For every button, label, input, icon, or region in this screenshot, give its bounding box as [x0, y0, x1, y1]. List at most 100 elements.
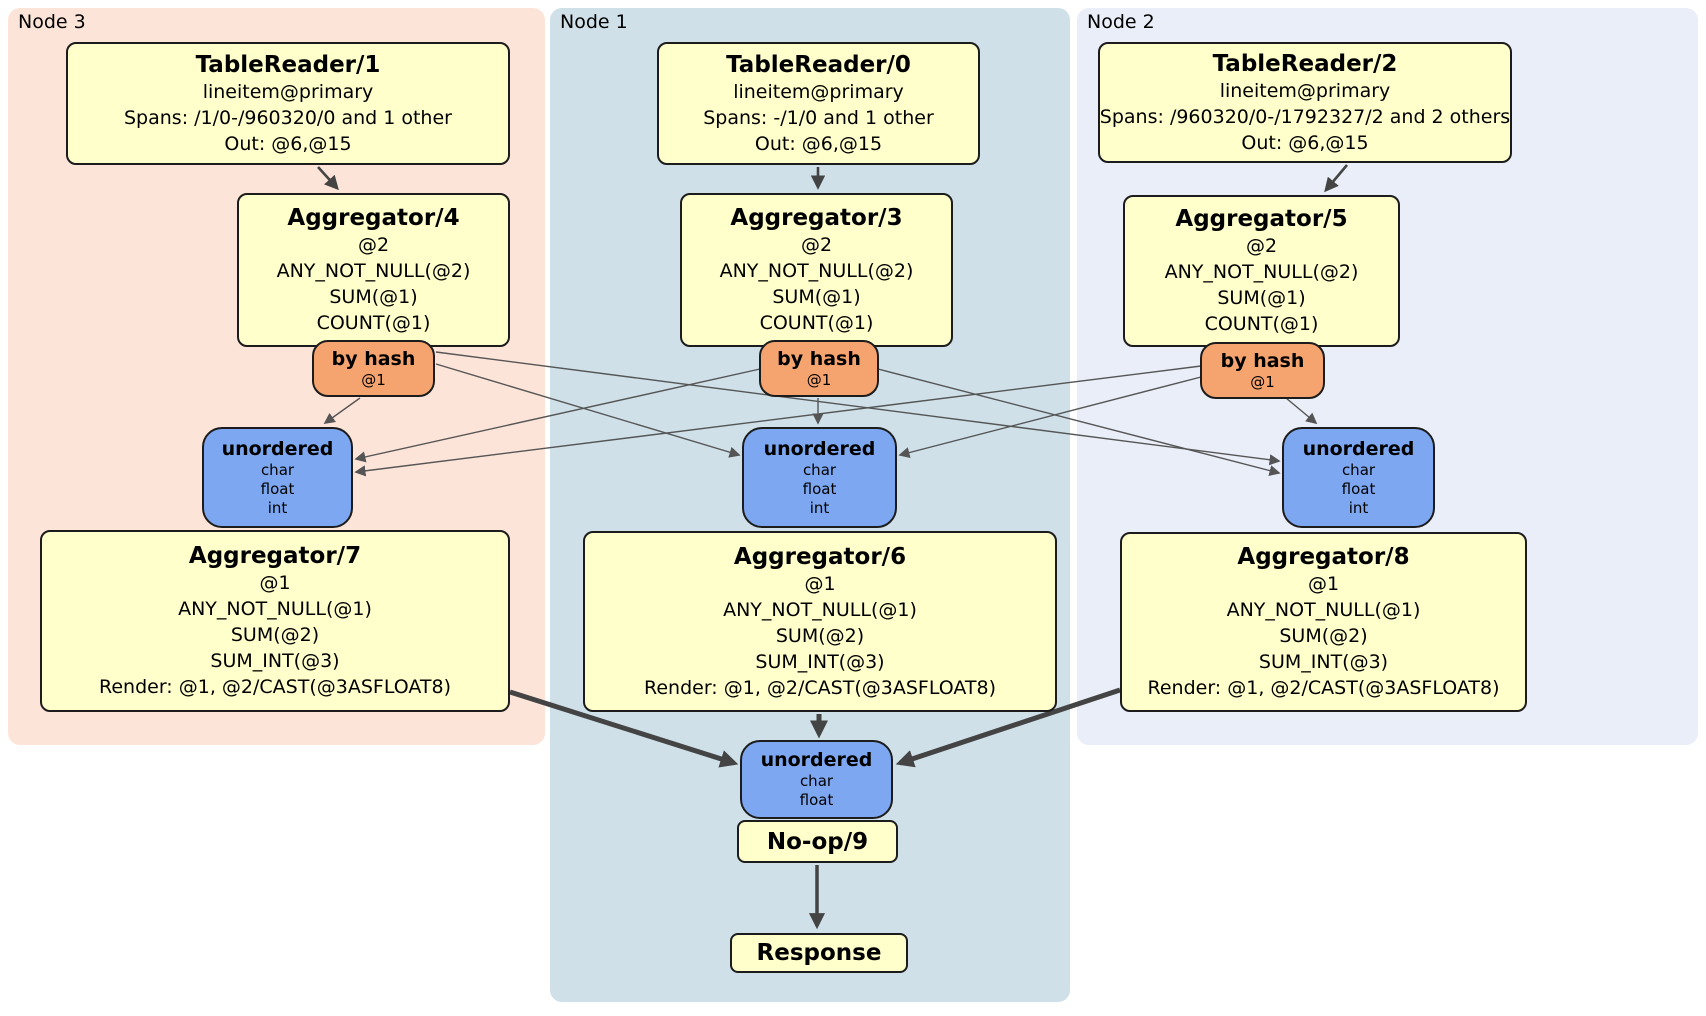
processor-detail: @2	[1245, 235, 1278, 257]
processor-title: Aggregator/6	[733, 543, 907, 570]
processor-detail: COUNT(@1)	[1204, 313, 1319, 335]
processor-title: TableReader/2	[1212, 50, 1398, 77]
processor-detail: Out: @6,@15	[224, 132, 352, 155]
router-title: by hash	[1220, 349, 1305, 372]
processor-detail: Spans: /1/0-/960320/0 and 1 other	[124, 106, 452, 129]
processor-title: Aggregator/5	[1175, 206, 1348, 232]
sync-detail: float	[799, 791, 834, 809]
sync-title: unordered	[763, 437, 876, 460]
edge-hash3-uno1	[435, 363, 741, 458]
sync-unordered-final: unordered char float	[740, 740, 893, 819]
router-detail: @1	[361, 370, 386, 389]
edge-hash3-uno3	[323, 397, 361, 424]
router-title: by hash	[331, 347, 416, 370]
edge-agg7-unobottom	[509, 689, 739, 768]
router-by-hash-node1: by hash @1	[759, 340, 879, 397]
edge-hash1-uno3	[354, 368, 761, 463]
processor-detail: ANY_NOT_NULL(@2)	[719, 260, 914, 282]
processor-tablereader-1: TableReader/1 lineitem@primary Spans: /1…	[66, 42, 510, 165]
sync-title: unordered	[221, 437, 334, 460]
processor-detail: @2	[800, 234, 833, 256]
router-detail: @1	[806, 370, 832, 389]
processor-title: Aggregator/3	[730, 205, 903, 231]
processor-detail: SUM_INT(@3)	[210, 650, 340, 672]
processor-aggregator-8: Aggregator/8 @1 ANY_NOT_NULL(@1) SUM(@2)…	[1120, 532, 1527, 712]
sync-detail: char	[1341, 460, 1376, 479]
processor-detail: Spans: -/1/0 and 1 other	[703, 106, 934, 129]
processor-aggregator-4: Aggregator/4 @2 ANY_NOT_NULL(@2) SUM(@1)…	[237, 193, 510, 347]
sync-unordered-node3: unordered char float int	[202, 427, 353, 528]
sync-detail: int	[267, 498, 288, 517]
processor-detail: SUM_INT(@3)	[755, 650, 885, 673]
sync-detail: int	[1348, 498, 1369, 517]
processor-title: Response	[756, 940, 882, 966]
sync-detail: char	[802, 460, 837, 479]
sync-title: unordered	[1302, 437, 1415, 460]
edge-hash2-uno3	[354, 365, 1202, 477]
sync-unordered-node2: unordered char float int	[1282, 427, 1435, 528]
node2-label: Node 2	[1087, 11, 1155, 33]
edge-hash2-uno1	[898, 376, 1202, 459]
processor-detail: COUNT(@1)	[759, 312, 874, 334]
node1-label: Node 1	[560, 11, 628, 33]
processor-detail: SUM(@1)	[772, 286, 861, 308]
processor-detail: lineitem@primary	[1219, 79, 1391, 102]
edge-hash2-uno2	[1285, 397, 1318, 425]
processor-aggregator-3: Aggregator/3 @2 ANY_NOT_NULL(@2) SUM(@1)…	[680, 193, 953, 347]
processor-noop-9: No-op/9	[737, 820, 898, 863]
sync-detail: char	[260, 460, 295, 479]
processor-detail: SUM_INT(@3)	[1258, 651, 1389, 673]
router-by-hash-node3: by hash @1	[312, 340, 435, 397]
sync-detail: float	[1341, 479, 1376, 498]
processor-detail: COUNT(@1)	[316, 312, 431, 334]
sync-detail: float	[802, 479, 837, 498]
processor-detail: SUM(@1)	[329, 286, 418, 308]
processor-title: Aggregator/8	[1237, 544, 1410, 570]
processor-detail: ANY_NOT_NULL(@1)	[723, 598, 917, 621]
edge-hash1-uno2	[877, 368, 1281, 477]
processor-detail: Render: @1, @2/CAST(@3ASFLOAT8)	[99, 676, 451, 698]
processor-detail: Spans: /960320/0-/1792327/2 and 2 others	[1099, 105, 1511, 128]
processor-detail: Render: @1, @2/CAST(@3ASFLOAT8)	[644, 676, 996, 699]
processor-aggregator-7: Aggregator/7 @1 ANY_NOT_NULL(@1) SUM(@2)…	[40, 530, 510, 712]
processor-title: Aggregator/4	[287, 205, 460, 231]
processor-title: TableReader/0	[726, 51, 911, 78]
sync-detail: char	[799, 772, 834, 790]
router-title: by hash	[777, 347, 861, 370]
processor-detail: @1	[1307, 573, 1340, 595]
edge-tr1-agg4	[317, 166, 339, 191]
processor-detail: @2	[357, 234, 390, 256]
processor-response: Response	[730, 933, 908, 973]
processor-detail: SUM(@2)	[230, 624, 320, 646]
processor-detail: Out: @6,@15	[1241, 131, 1369, 154]
node3-label: Node 3	[18, 11, 86, 33]
edge-hash3-uno2	[435, 351, 1281, 466]
processor-title: No-op/9	[766, 828, 869, 855]
processor-detail: ANY_NOT_NULL(@2)	[276, 260, 471, 282]
processor-aggregator-6: Aggregator/6 @1 ANY_NOT_NULL(@1) SUM(@2)…	[583, 531, 1057, 712]
sync-title: unordered	[760, 749, 873, 771]
processor-detail: ANY_NOT_NULL(@2)	[1164, 261, 1359, 283]
processor-detail: lineitem@primary	[202, 80, 374, 103]
sync-detail: int	[809, 498, 830, 517]
processor-detail: SUM(@2)	[775, 624, 865, 647]
processor-detail: @1	[259, 572, 291, 594]
processor-aggregator-5: Aggregator/5 @2 ANY_NOT_NULL(@2) SUM(@1)…	[1123, 195, 1400, 347]
processor-title: TableReader/1	[195, 51, 381, 78]
processor-detail: lineitem@primary	[733, 80, 904, 103]
processor-detail: Render: @1, @2/CAST(@3ASFLOAT8)	[1147, 677, 1500, 699]
processor-detail: ANY_NOT_NULL(@1)	[178, 598, 372, 620]
processor-detail: Out: @6,@15	[754, 132, 883, 155]
router-detail: @1	[1250, 372, 1275, 391]
processor-tablereader-2: TableReader/2 lineitem@primary Spans: /9…	[1098, 42, 1512, 163]
edge-agg8-unobottom	[895, 687, 1121, 768]
router-by-hash-node2: by hash @1	[1200, 342, 1325, 399]
processor-detail: @1	[804, 572, 836, 595]
processor-title: Aggregator/7	[188, 543, 362, 569]
sync-detail: float	[260, 479, 295, 498]
processor-detail: ANY_NOT_NULL(@1)	[1226, 599, 1421, 621]
sync-unordered-node1: unordered char float int	[742, 427, 897, 528]
processor-tablereader-0: TableReader/0 lineitem@primary Spans: -/…	[657, 42, 980, 165]
